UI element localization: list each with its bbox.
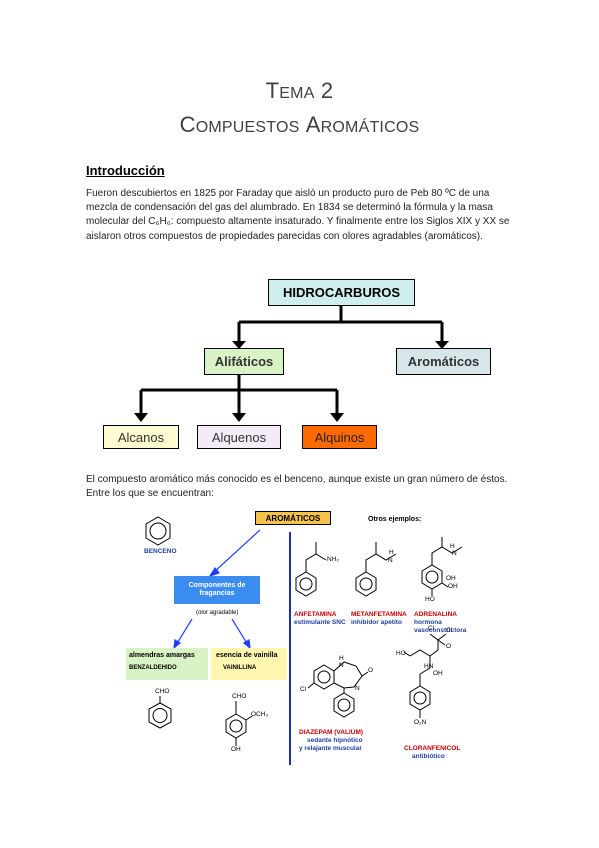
componentes-fragancias-box: Componentes de fragancias	[174, 576, 260, 604]
almendras-label: almendras amargas	[129, 652, 195, 659]
cho-label-2: CHO	[232, 693, 247, 700]
adrenalina-desc-2: vasoconstrictora	[414, 627, 467, 634]
page-title: TEMA 2	[0, 78, 599, 104]
clo-ho-label: HO	[396, 650, 406, 657]
olor-agradable-label: (olor agradable)	[196, 610, 239, 616]
aromaticos-box: Aromáticos	[396, 348, 491, 375]
adr-oh-label-2: OH	[446, 575, 456, 582]
diaz-n-label: N	[339, 662, 344, 669]
subtitle-cap-2: A	[305, 112, 321, 137]
title-number: 2	[320, 78, 334, 103]
anfetamina-label: ANFETAMINA	[294, 611, 337, 618]
aromaticos-label-box: AROMÁTICOS	[255, 511, 331, 525]
alquenos-box: Alquenos	[197, 425, 281, 449]
diazepam-desc-2: y relajante muscular	[299, 745, 362, 752]
adr-oh-label-1: OH	[448, 583, 458, 590]
metanfetamina-label: METANFETAMINA	[351, 611, 407, 618]
vainilla-label: esencia de vainilla	[216, 652, 278, 659]
title-word: EMA	[279, 85, 315, 102]
almendras-box: almendras amargas BENZALDEHIDO	[126, 648, 208, 680]
hidrocarburos-box: HIDROCARBUROS	[268, 279, 415, 306]
diaz-o-label: O	[368, 667, 374, 674]
adr-h-label: H	[450, 543, 455, 550]
vainillina-label: VAINILLINA	[223, 665, 257, 671]
page-subtitle: COMPUESTOS AROMÁTICOS	[0, 112, 599, 138]
met-h-label: H	[389, 549, 394, 556]
met-n-label: N	[388, 557, 393, 564]
diaz-n2-label: N	[355, 685, 360, 692]
intro-paragraph: Fueron descubiertos en 1825 por Faraday …	[86, 188, 510, 242]
adr-n-label: N	[452, 550, 457, 557]
alcanos-box: Alcanos	[103, 425, 179, 449]
alquinos-box: Alquinos	[302, 425, 377, 449]
adr-ho-label: HO	[425, 596, 435, 603]
clo-o-label: O	[446, 643, 452, 650]
section-heading: Introducción	[86, 163, 165, 178]
cloranfenicol-desc: antibiótico	[412, 753, 445, 760]
cloranfenicol-label: CLORANFENICOL	[404, 745, 461, 752]
alifaticos-box: Alifáticos	[204, 348, 284, 375]
och3-label: OCH₃	[251, 711, 269, 718]
clo-hn-label: HN	[424, 663, 434, 670]
subtitle-word-1: OMPUESTOS	[195, 119, 300, 136]
list-intro-paragraph: El compuesto aromático más conocido es e…	[86, 474, 508, 500]
metanfetamina-desc: inhibidor apetito	[351, 619, 402, 626]
benceno-label: BENCENO	[144, 548, 177, 555]
cho-label-1: CHO	[155, 688, 170, 695]
clo-o2n-label: O₂N	[414, 719, 427, 726]
diaz-h-label: H	[339, 655, 344, 662]
title-cap: T	[265, 78, 280, 103]
anfetamina-desc: estimulante SNC	[294, 619, 346, 626]
diazepam-label: DIAZEPAM (VALIUM)	[299, 729, 364, 736]
adrenalina-label: ADRENALINA	[414, 611, 457, 618]
clo-cl-label-2: Cl	[446, 627, 453, 634]
diaz-cl-label: Cl	[300, 686, 307, 693]
otros-ejemplos-label: Otros ejemplos:	[368, 516, 422, 523]
nh2-label: NH₂	[327, 556, 339, 563]
vanillin-oh-label: OH	[231, 746, 241, 753]
clo-cl-label-1: Cl	[428, 625, 435, 632]
clo-oh-label: OH	[433, 670, 443, 677]
adrenalina-desc-1: hormona	[414, 619, 442, 626]
subtitle-cap-1: C	[179, 112, 196, 137]
vainilla-box: esencia de vainilla VAINILLINA	[211, 648, 287, 680]
diazepam-desc-1: sedante hipnótico	[307, 737, 363, 744]
subtitle-word-2: ROMÁTICOS	[320, 119, 420, 136]
benzaldehido-label: BENZALDEHIDO	[129, 665, 177, 671]
